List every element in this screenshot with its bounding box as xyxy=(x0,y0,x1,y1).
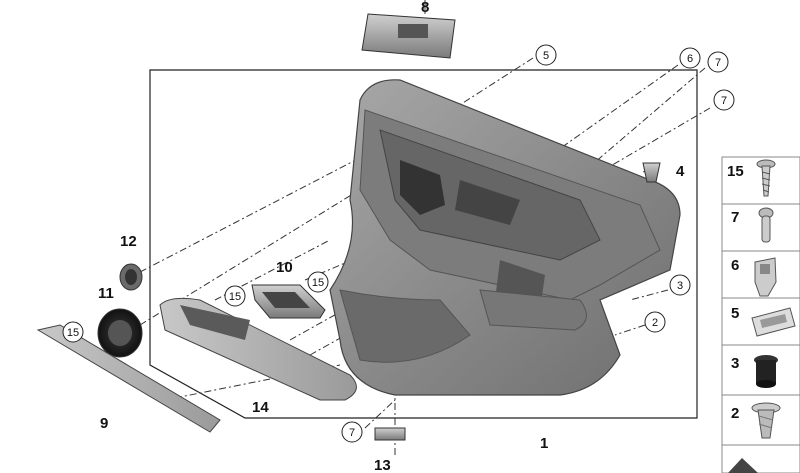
speaker-11 xyxy=(97,308,143,358)
door-panel xyxy=(329,79,681,396)
tweeter-12 xyxy=(119,263,143,291)
label-9: 9 xyxy=(100,415,108,432)
label-8: 8 xyxy=(421,0,429,16)
assembly-frame xyxy=(149,69,698,419)
callout-2: 2 xyxy=(644,311,666,333)
clip-6-icon xyxy=(754,257,777,297)
corner-icon xyxy=(728,458,758,473)
callout-15-armrest: 15 xyxy=(224,285,246,307)
callout-7-top: 7 xyxy=(707,51,729,73)
screw-15-icon xyxy=(756,159,776,197)
svg-text:5: 5 xyxy=(543,50,549,62)
side-label-6: 6 xyxy=(731,257,739,274)
trim-clip-top xyxy=(361,0,456,59)
svg-text:2: 2 xyxy=(652,317,658,329)
label-11: 11 xyxy=(98,285,114,302)
side-label-5: 5 xyxy=(731,305,739,322)
fastener-panel: 15 7 6 5 3 2 xyxy=(721,156,800,473)
side-label-3: 3 xyxy=(731,355,739,372)
label-13: 13 xyxy=(374,457,391,473)
label-1: 1 xyxy=(540,435,548,452)
handle-10 xyxy=(251,284,326,319)
side-label-15: 15 xyxy=(727,163,744,180)
svg-text:7: 7 xyxy=(349,427,355,439)
svg-text:15: 15 xyxy=(67,327,79,339)
clip-4 xyxy=(642,162,661,183)
side-label-2: 2 xyxy=(731,405,739,422)
callout-7-bottom: 7 xyxy=(341,421,363,443)
side-label-7: 7 xyxy=(731,209,739,226)
svg-text:7: 7 xyxy=(715,57,721,69)
armrest-14 xyxy=(159,297,357,401)
callout-7-mid: 7 xyxy=(713,89,735,111)
clip-2-icon xyxy=(751,402,781,439)
svg-text:3: 3 xyxy=(677,280,683,292)
callout-6: 6 xyxy=(679,47,701,69)
label-10: 10 xyxy=(276,259,293,276)
svg-text:7: 7 xyxy=(721,95,727,107)
clip-13 xyxy=(374,427,406,441)
bolt-7-icon xyxy=(758,207,774,243)
callout-3: 3 xyxy=(669,274,691,296)
svg-text:15: 15 xyxy=(312,277,324,289)
svg-text:15: 15 xyxy=(229,291,241,303)
trim-strip-9 xyxy=(36,324,221,433)
callout-15-strip: 15 xyxy=(62,321,84,343)
grommet-3-icon xyxy=(754,355,778,388)
callout-15-handle: 15 xyxy=(307,271,329,293)
label-12: 12 xyxy=(120,233,137,250)
label-4: 4 xyxy=(676,163,685,180)
label-14: 14 xyxy=(252,399,269,416)
svg-text:6: 6 xyxy=(687,53,693,65)
clip-5-icon xyxy=(751,307,796,337)
callout-5: 5 xyxy=(535,44,557,66)
